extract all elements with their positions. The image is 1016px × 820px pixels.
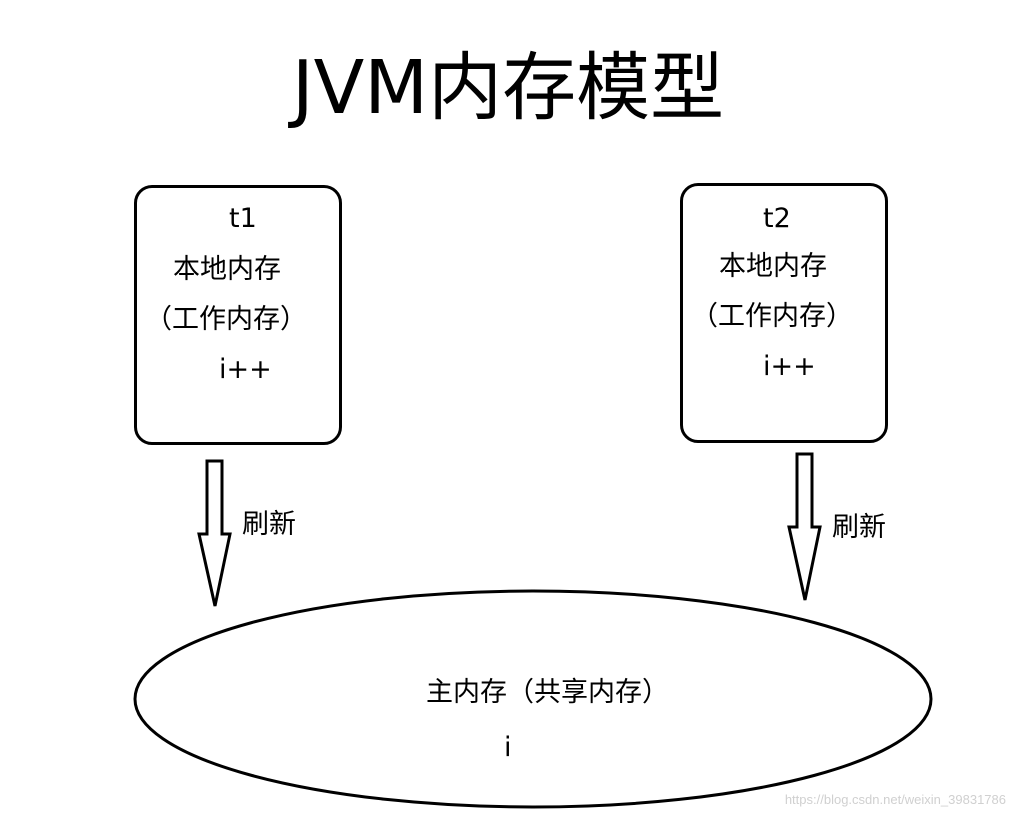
flush-arrow-left	[197, 459, 232, 607]
thread-t1-name: t1	[229, 203, 257, 234]
thread-t2-op: i++	[763, 351, 816, 382]
flush-label-right: 刷新	[832, 512, 886, 543]
thread-t1-box: t1 本地内存 （工作内存） i++	[134, 185, 342, 445]
watermark: https://blog.csdn.net/weixin_39831786	[784, 792, 1006, 807]
thread-t1-working-memory: （工作内存）	[145, 304, 307, 335]
thread-t1-op: i++	[219, 354, 272, 385]
main-memory-label: 主内存（共享内存）	[426, 677, 669, 708]
main-memory-var: i	[504, 732, 512, 763]
thread-t1-local-memory: 本地内存	[173, 254, 281, 285]
thread-t2-name: t2	[763, 203, 791, 234]
thread-t2-local-memory: 本地内存	[719, 251, 827, 282]
thread-t2-box: t2 本地内存 （工作内存） i++	[680, 183, 888, 443]
flush-arrow-right	[787, 452, 822, 601]
thread-t2-working-memory: （工作内存）	[691, 301, 853, 332]
flush-label-left: 刷新	[242, 509, 296, 540]
main-memory-ellipse	[133, 589, 933, 809]
diagram-title: JVM内存模型	[291, 45, 725, 131]
